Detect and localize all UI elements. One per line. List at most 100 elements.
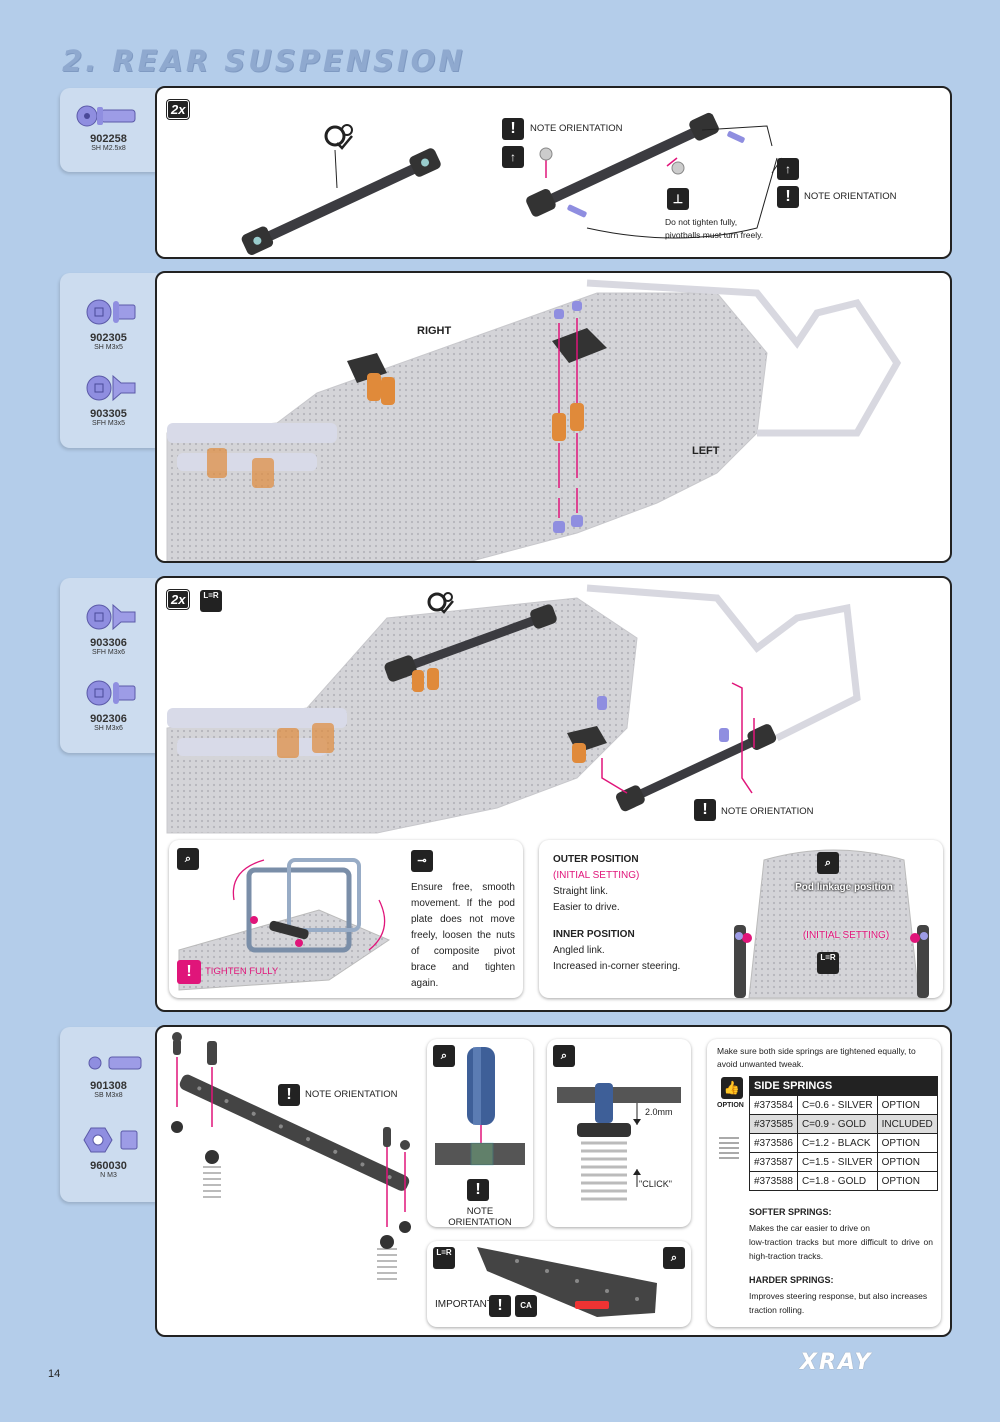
glue-ca-icon: CA bbox=[515, 1295, 537, 1317]
harder-title: HARDER SPRINGS: bbox=[749, 1275, 834, 1285]
outer-line-2: Easier to drive. bbox=[553, 902, 620, 913]
note-orientation-label-2: NOTE ORIENTATION bbox=[448, 1206, 512, 1227]
note-orientation-label: NOTE ORIENTATION bbox=[721, 806, 814, 817]
screwdriver-icon: ⊥ bbox=[667, 188, 689, 210]
brand-logo: XRAY bbox=[800, 1350, 873, 1375]
part-903306: 903306 SFH M3x6 bbox=[60, 602, 157, 656]
pod-initial-setting: (INITIAL SETTING) bbox=[802, 930, 890, 941]
detail-magnifier-icon: ⌕ bbox=[433, 1045, 455, 1067]
orientation-icon-2: ↑ bbox=[777, 158, 799, 180]
spring-icon bbox=[719, 1137, 739, 1159]
step2-panel: RIGHT LEFT bbox=[155, 271, 952, 563]
warning-icon: ! bbox=[278, 1084, 300, 1106]
quantity-badge: 2x bbox=[167, 100, 190, 119]
note-orientation-label: NOTE ORIENTATION bbox=[530, 123, 623, 134]
screwdriver-icon: ⊸ bbox=[411, 850, 433, 872]
gear-check-icon bbox=[324, 124, 353, 150]
part-960030: 960030 N M3 bbox=[60, 1125, 157, 1179]
pod-linkage-title: Pod linkage position bbox=[795, 882, 893, 893]
part-902306: 902306 SH M3x6 bbox=[60, 678, 157, 732]
pod-linkage-info: OUTER POSITION (INITIAL SETTING) Straigh… bbox=[539, 840, 943, 998]
nut-icon bbox=[82, 1127, 137, 1153]
step1-panel: 2x ! NOTE ORIENTATION ↑ ⊥ ↑ ! NOTE ORIEN… bbox=[155, 86, 952, 259]
tighten-fully-label: TIGHTEN FULLY bbox=[205, 966, 279, 977]
step1-illustration bbox=[241, 112, 783, 255]
step3-panel: 2x L=R ! NOTE ORIENTATION ⌕ ! TIGHTEN FU… bbox=[155, 576, 952, 1012]
orientation-icon: ↑ bbox=[502, 146, 524, 168]
gap-dimension: 2.0mm bbox=[645, 1107, 673, 1117]
screw-icon bbox=[76, 105, 135, 127]
side-springs-panel: Make sure both side springs are tightene… bbox=[707, 1039, 941, 1327]
part-903305: 903305 SFH M3x5 bbox=[60, 373, 157, 427]
quantity-badge: 2x bbox=[167, 590, 190, 609]
ca-illustration bbox=[477, 1247, 657, 1317]
detail-magnifier-icon: ⌕ bbox=[817, 852, 839, 874]
softer-title: SOFTER SPRINGS: bbox=[749, 1207, 832, 1217]
parts-column-step3: 903306 SFH M3x6 902306 SH M3x6 bbox=[60, 578, 157, 753]
detail-ball-stud: ⌕ ! NOTE ORIENTATION bbox=[427, 1039, 533, 1227]
detail-pod-plate: ⌕ ! TIGHTEN FULLY ⊸ Ensure free, smooth … bbox=[169, 840, 523, 998]
parts-column-step2: 902305 SH M3x5 903305 SFH M3x5 bbox=[60, 273, 157, 448]
part-901308: 901308 SB M3x8 bbox=[60, 1051, 157, 1099]
warning-icon: ! bbox=[694, 799, 716, 821]
warning-icon: ! bbox=[502, 118, 524, 140]
detail-magnifier-icon: ⌕ bbox=[553, 1045, 575, 1067]
page-number: 14 bbox=[48, 1368, 61, 1380]
part-902305: 902305 SH M3x5 bbox=[60, 297, 157, 351]
harder-line-1: Improves steering response, but also inc… bbox=[749, 1291, 928, 1315]
note-orientation-label: NOTE ORIENTATION bbox=[305, 1089, 398, 1100]
flat-screw-icon bbox=[86, 374, 135, 402]
warning-icon-2: ! bbox=[777, 186, 799, 208]
free-movement-text: Ensure free, smooth movement. If the pod… bbox=[411, 882, 515, 989]
softer-line-2: low-traction tracks but more difficult t… bbox=[749, 1237, 933, 1261]
tighten-caption-1: Do not tighten fully, bbox=[665, 217, 738, 227]
left-right-icon: L=R bbox=[433, 1247, 455, 1269]
click-label: "CLICK" bbox=[639, 1179, 672, 1189]
left-right-icon: L=R bbox=[817, 952, 839, 974]
step4-illustration bbox=[171, 1032, 411, 1280]
outer-position-title: OUTER POSITION bbox=[553, 854, 639, 865]
outer-line-1: Straight link. bbox=[553, 886, 609, 897]
step3-illustration bbox=[166, 584, 861, 834]
thumbs-up-icon: 👍 bbox=[721, 1077, 743, 1099]
detail-spring-click: ⌕ 2.0mm "CLICK" bbox=[547, 1039, 691, 1227]
right-side-label: RIGHT bbox=[417, 325, 452, 337]
gear-check-icon bbox=[427, 592, 454, 614]
inner-line-1: Angled link. bbox=[553, 945, 605, 956]
parts-column-step4: 901308 SB M3x8 960030 N M3 bbox=[60, 1027, 157, 1202]
part-902258: 902258 SH M2.5x8 bbox=[60, 104, 157, 152]
cap-screw-icon bbox=[86, 299, 135, 325]
step2-illustration bbox=[166, 279, 902, 561]
important-label: IMPORTANT bbox=[435, 1299, 493, 1310]
tighten-caption-2: pivotballs must turn freely. bbox=[665, 230, 764, 240]
flat-screw-icon bbox=[86, 603, 135, 631]
outer-initial-setting: (INITIAL SETTING) bbox=[553, 870, 640, 881]
springs-header: SIDE SPRINGS bbox=[749, 1076, 938, 1096]
pod-linkage-illustration bbox=[734, 849, 929, 998]
detail-important-ca: L=R ⌕ IMPORTANT ! CA bbox=[427, 1241, 691, 1327]
ball-screw-icon bbox=[88, 1056, 141, 1070]
inner-line-2: Increased in-corner steering. bbox=[553, 961, 681, 972]
detail-magnifier-icon: ⌕ bbox=[663, 1247, 685, 1269]
inner-position-title: INNER POSITION bbox=[553, 929, 635, 940]
springs-intro: Make sure both side springs are tightene… bbox=[717, 1046, 916, 1069]
step4-panel: ! NOTE ORIENTATION ⌕ ! NOTE ORIENTATION … bbox=[155, 1025, 952, 1337]
parts-column-step1: 902258 SH M2.5x8 bbox=[60, 88, 157, 172]
cap-screw-icon bbox=[86, 680, 135, 706]
detail-magnifier-icon: ⌕ bbox=[177, 848, 199, 870]
left-right-icon: L=R bbox=[200, 590, 222, 612]
note-orientation-label-2: NOTE ORIENTATION bbox=[804, 191, 897, 202]
tighten-warning-icon: ! bbox=[177, 960, 201, 984]
warning-icon: ! bbox=[489, 1295, 511, 1317]
detail-illustration bbox=[178, 858, 391, 991]
softer-line-1: Makes the car easier to drive on bbox=[749, 1223, 870, 1233]
spring-click-illustration bbox=[557, 1083, 681, 1201]
warning-icon: ! bbox=[467, 1179, 489, 1201]
option-label: OPTION bbox=[717, 1102, 744, 1109]
ball-stud-illustration bbox=[435, 1047, 525, 1166]
